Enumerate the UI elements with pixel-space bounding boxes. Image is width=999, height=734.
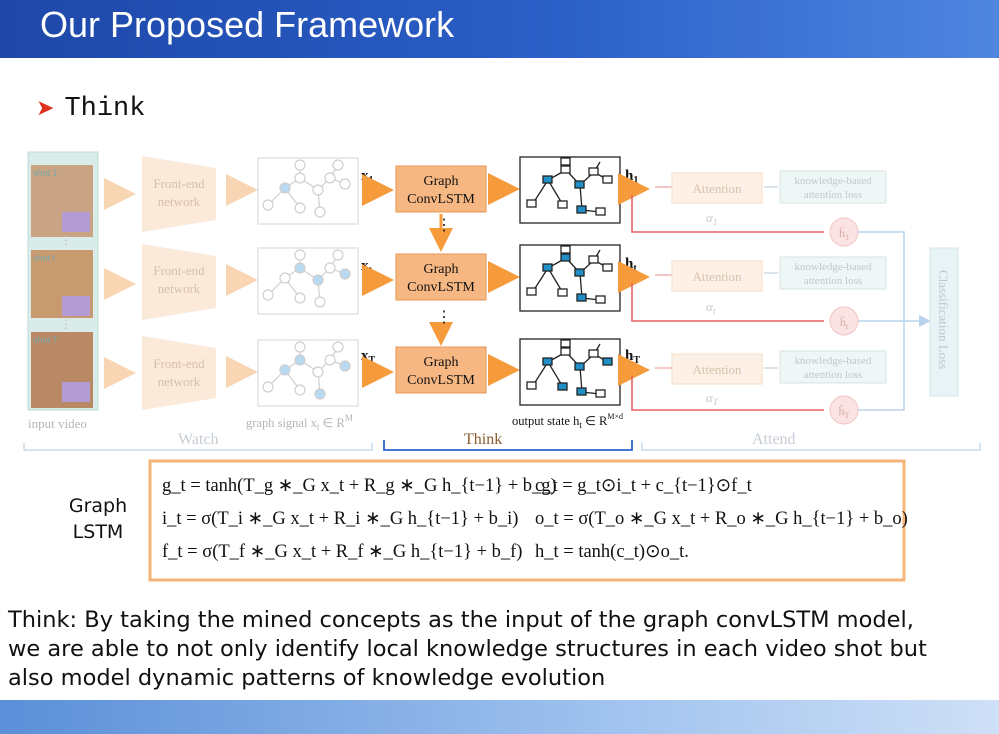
kb-1-line2: attention loss <box>804 189 862 201</box>
shot-label-t: shot t <box>33 253 56 263</box>
header-bar: Our Proposed Framework <box>0 0 999 58</box>
input-vdots-2: ⋮ <box>60 317 72 331</box>
convlstm-vdots-1: ⋮ <box>436 217 452 234</box>
convlstm-1-line1: Graph <box>424 174 459 189</box>
footer-bar <box>0 700 999 734</box>
input-video-strip: shot 1 shot t shot T ⋮ ⋮ input video <box>27 151 99 431</box>
graph-signal-t <box>257 247 359 315</box>
output-graph-T <box>519 338 621 406</box>
input-video-label: input video <box>28 416 87 431</box>
hbar-T: h̄T <box>839 404 850 420</box>
attention-label-t: Attention <box>692 269 742 284</box>
frontend-label-ta: Front-end <box>153 263 205 278</box>
graph-convlstm-T: Graph ConvLSTM <box>395 346 487 394</box>
kb-T-line1: knowledge-based <box>795 355 872 367</box>
graph-convlstm-1: Graph ConvLSTM <box>395 165 487 213</box>
alpha-t: αt <box>706 299 716 316</box>
equations: g_t = tanh(T_g ∗_G x_t + R_g ∗_G h_{t−1}… <box>162 476 908 562</box>
section-bullet: ➤ Think <box>36 94 145 124</box>
eq-c: c_t = g_t⊙i_t + c_{t−1}⊙f_t <box>535 476 753 496</box>
description-line-2: we are able to not only identify local k… <box>8 636 927 662</box>
classification-loss-box: Classification Loss <box>929 247 959 397</box>
description-line-3: also model dynamic patterns of knowledge… <box>8 665 606 691</box>
shot-label-1: shot 1 <box>33 168 58 178</box>
frontend-network-t: Front-end network <box>142 244 216 320</box>
h-output-1: h1 <box>625 168 638 186</box>
description-line-1: Think: By taking the mined concepts as t… <box>8 607 914 633</box>
output-graph-t <box>519 244 621 312</box>
eq-i: i_t = σ(T_i ∗_G x_t + R_i ∗_G h_{t−1} + … <box>162 509 518 529</box>
equations-box <box>148 459 906 582</box>
eq-f: f_t = σ(T_f ∗_G x_t + R_f ∗_G h_{t−1} + … <box>162 542 522 562</box>
frontend-label-tb: network <box>158 281 201 296</box>
frontend-label-1a: Front-end <box>153 176 205 191</box>
graph-signal-T <box>257 339 359 407</box>
convlstm-1-line2: ConvLSTM <box>407 192 475 207</box>
frontend-label-Ta: Front-end <box>153 356 205 371</box>
kb-t-line2: attention loss <box>804 275 862 287</box>
convlstm-T-line2: ConvLSTM <box>407 373 475 388</box>
kb-1-line1: knowledge-based <box>795 175 872 187</box>
attention-t: Attention <box>671 260 763 292</box>
stage-brackets <box>23 443 981 451</box>
stage-think: Think <box>464 431 502 448</box>
eq-h: h_t = tanh(c_t)⊙o_t. <box>535 542 689 562</box>
attention-routing-lines <box>631 195 824 411</box>
classification-routing <box>858 231 931 411</box>
attention-label-T: Attention <box>692 362 742 377</box>
convlstm-T-line1: Graph <box>424 355 459 370</box>
shot-label-T: shot T <box>33 335 58 345</box>
frontend-network-1: Front-end network <box>142 156 216 232</box>
slide-title: Our Proposed Framework <box>40 4 455 45</box>
input-vdots-1: ⋮ <box>60 233 72 247</box>
kb-attention-loss-t: knowledge-based attention loss <box>764 256 887 290</box>
attention-label-1: Attention <box>692 181 742 196</box>
graph-lstm-label-1: Graph <box>69 495 127 517</box>
x-inputs: x1 xt xT <box>361 168 376 366</box>
kb-t-line1: knowledge-based <box>795 261 872 273</box>
kb-attention-loss-T: knowledge-based attention loss <box>764 350 887 384</box>
h-output-T: hT <box>625 348 640 366</box>
graph-signal-label: graph signal xt ∈ RM <box>246 413 353 432</box>
graph-lstm-label-2: LSTM <box>73 521 124 543</box>
h-bar-nodes: h̄1 h̄t h̄T <box>829 217 859 425</box>
convlstm-vdots-2: ⋮ <box>436 309 452 326</box>
x-input-1: x1 <box>361 168 374 186</box>
classification-loss-label: Classification Loss <box>936 270 951 369</box>
kb-attention-loss-1: knowledge-based attention loss <box>764 170 887 204</box>
eq-o: o_t = σ(T_o ∗_G x_t + R_o ∗_G h_{t−1} + … <box>535 509 908 529</box>
x-input-t: xt <box>361 258 373 276</box>
output-graph-1 <box>519 156 621 224</box>
description-text: Think: By taking the mined concepts as t… <box>8 606 998 693</box>
frontend-label-Tb: network <box>158 374 201 389</box>
stage-attend: Attend <box>752 431 796 448</box>
convlstm-t-line2: ConvLSTM <box>407 280 475 295</box>
attention-T: Attention <box>671 353 763 385</box>
bullet-arrow-icon: ➤ <box>36 96 55 121</box>
convlstm-t-line1: Graph <box>424 262 459 277</box>
hbar-t: h̄t <box>840 315 849 331</box>
kb-T-line2: attention loss <box>804 369 862 381</box>
attention-feedback-lines <box>655 186 672 369</box>
frontend-label-1b: network <box>158 194 201 209</box>
x-input-T: xT <box>361 348 376 366</box>
graph-signal-1 <box>257 157 359 225</box>
output-state-label: output state ht ∈ RM×d <box>512 412 623 430</box>
h-output-t: ht <box>625 256 637 274</box>
alpha-1: α1 <box>706 210 717 227</box>
frontend-network-T: Front-end network <box>142 336 216 410</box>
framework-diagram: shot 1 shot t shot T ⋮ ⋮ input video Fro… <box>23 151 981 582</box>
eq-g: g_t = tanh(T_g ∗_G x_t + R_g ∗_G h_{t−1}… <box>162 476 557 496</box>
hbar-1: h̄1 <box>839 226 849 242</box>
graph-convlstm-t: Graph ConvLSTM <box>395 253 487 301</box>
attention-1: Attention <box>671 172 763 204</box>
stage-watch: Watch <box>178 431 218 448</box>
alpha-T: αT <box>706 390 719 407</box>
think-bracket <box>383 440 633 451</box>
section-bullet-label: Think <box>64 94 146 124</box>
